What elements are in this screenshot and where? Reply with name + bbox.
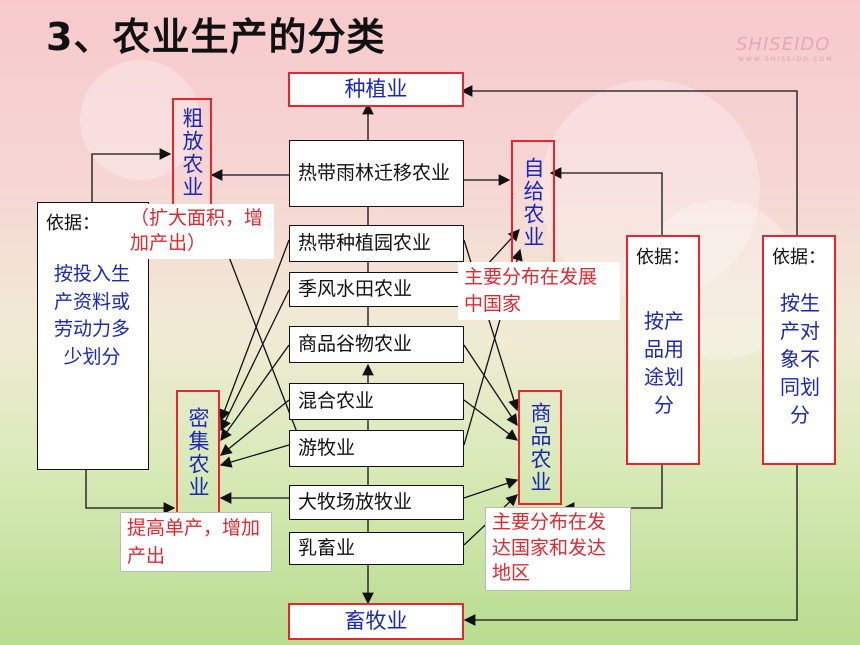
basis-right-body: 按生产对象不同划分 bbox=[780, 291, 820, 427]
subtype-monsoon-paddy: 季风水田农业 bbox=[289, 272, 464, 307]
subtype-ranching: 大牧场放牧业 bbox=[289, 485, 464, 520]
basis-left: 依据： 按投入生产资料或劳动力多少划分 bbox=[37, 202, 149, 470]
subtype-dairy: 乳畜业 bbox=[289, 532, 464, 565]
subtype-rainforest: 热带雨林迁移农业 bbox=[289, 140, 464, 207]
basis-mid-body: 按产品用途划分 bbox=[644, 309, 684, 417]
basis-left-head: 依据： bbox=[46, 213, 100, 234]
basis-right-head: 依据： bbox=[772, 247, 826, 268]
category-intensive: 密集农业 bbox=[176, 390, 220, 515]
background-blossom bbox=[80, 60, 200, 180]
subtype-commercial-grain: 商品谷物农业 bbox=[289, 326, 464, 363]
note-intensive: 提高单产，增加产出 bbox=[120, 512, 272, 572]
category-planting-label: 种植业 bbox=[344, 77, 408, 102]
basis-mid: 依据： 按产品用途划分 bbox=[626, 235, 700, 465]
subtype-plantation: 热带种植园农业 bbox=[289, 225, 464, 262]
category-commercial: 商品农业 bbox=[518, 390, 562, 505]
basis-mid-head: 依据： bbox=[636, 247, 690, 268]
category-extensive: 粗放农业 bbox=[172, 98, 212, 208]
note-subsistence: 主要分布在发展中国家 bbox=[458, 262, 620, 320]
category-livestock: 畜牧业 bbox=[288, 603, 464, 640]
category-subsistence: 自给农业 bbox=[511, 140, 555, 265]
category-planting: 种植业 bbox=[288, 72, 464, 107]
subtype-mixed-farming: 混合农业 bbox=[289, 383, 464, 420]
basis-left-body: 按投入生产资料或劳动力多少划分 bbox=[53, 263, 130, 368]
note-extensive: （扩大面积，增加产出） bbox=[124, 204, 274, 259]
subtype-nomadic-herding: 游牧业 bbox=[289, 430, 464, 467]
category-livestock-label: 畜牧业 bbox=[344, 609, 408, 634]
page-title: 3、农业生产的分类 bbox=[46, 15, 386, 59]
note-commercial: 主要分布在发达国家和发达地区 bbox=[485, 507, 631, 591]
brand-logo: SHISEIDO bbox=[736, 34, 831, 55]
brand-url: WWW.SHISEIDO.COM bbox=[738, 56, 834, 63]
basis-right: 依据： 按生产对象不同划分 bbox=[762, 235, 836, 465]
